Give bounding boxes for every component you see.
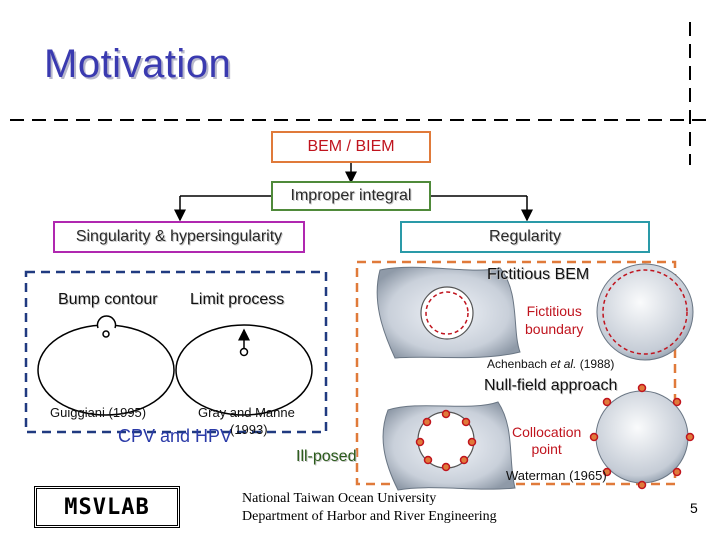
fictitious-inner-circle (420, 286, 474, 340)
collocation-point-label: Collocation point (512, 424, 581, 458)
singular-methods-box (24, 270, 328, 434)
bump-source-point (102, 330, 110, 338)
collocation-points-right (589, 383, 695, 490)
achenbach-etal: et al. (550, 357, 577, 371)
page-number: 5 (690, 500, 698, 516)
fictitious-boundary-line2: boundary (525, 321, 584, 337)
department-name: Department of Harbor and River Engineeri… (242, 509, 497, 524)
bump-semicircle (96, 315, 117, 329)
achenbach-name: Achenbach (487, 357, 551, 371)
gray-manne-citation: Gray and Manne (198, 405, 295, 420)
singularity-box: Singularity & hypersingularity (53, 221, 305, 253)
university-name: National Taiwan Ocean University (242, 491, 437, 506)
fictitious-boundary-line1: Fictitious (526, 303, 582, 319)
limit-process-label: Limit process (190, 291, 285, 308)
regularity-label: Regularity (488, 228, 562, 245)
cpv-hpv-label: CPV and HPV (118, 426, 233, 446)
fictitious-bem-label: Fictitious BEM (487, 266, 590, 283)
bem-biem-box: BEM / BIEM (271, 131, 431, 163)
fictitious-disk (596, 263, 694, 361)
achenbach-citation: Achenbach et al. (1988) (487, 357, 614, 371)
fictitious-boundary-ring (425, 291, 469, 335)
ill-posed-label: Ill-posed (296, 448, 357, 465)
singularity-label: Singularity & hypersingularity (75, 228, 283, 245)
waterman-citation: Waterman (1965) (506, 468, 607, 483)
collocation-points-left (415, 409, 477, 472)
regular-methods-box (355, 260, 677, 486)
page-title: Motivation (44, 42, 232, 86)
bump-contour-label: Bump contour (58, 291, 158, 308)
bem-biem-label: BEM / BIEM (307, 138, 395, 155)
null-field-label: Null-field approach (484, 377, 618, 394)
fictitious-disk-ring (602, 269, 688, 355)
collocation-line1: Collocation (512, 424, 582, 440)
regularity-box: Regularity (400, 221, 650, 253)
limit-source-point (239, 347, 249, 357)
achenbach-year: (1988) (576, 357, 615, 371)
gray-manne-year: (1993) (230, 422, 268, 437)
fictitious-boundary-label: Fictitious boundary (525, 302, 583, 338)
collocation-line2: point (531, 441, 562, 457)
improper-integral-label: Improper integral (290, 187, 412, 204)
limit-process-ellipse (175, 324, 313, 416)
improper-integral-box: Improper integral (271, 181, 431, 211)
msvlab-logo: MSVLAB (34, 486, 180, 528)
bump-contour-ellipse (37, 324, 175, 416)
guiggiani-citation: Guiggiani (1995) (50, 405, 147, 420)
